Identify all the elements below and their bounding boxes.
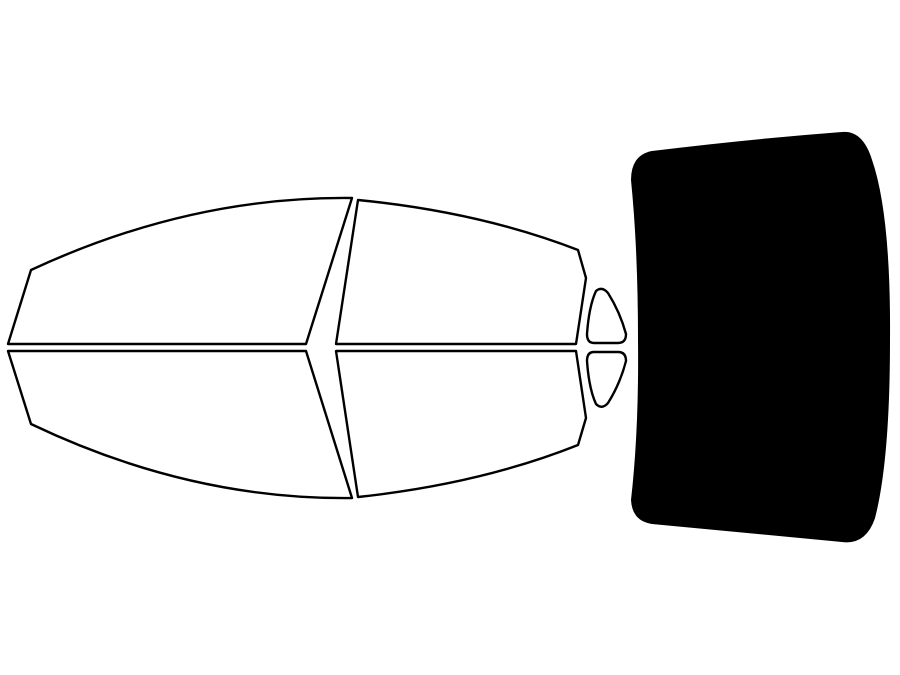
front-passenger-window[interactable] bbox=[6, 349, 354, 500]
rear-driver-window[interactable] bbox=[334, 198, 588, 346]
passenger-quarter-window[interactable] bbox=[585, 350, 628, 408]
driver-quarter-window[interactable] bbox=[585, 287, 628, 345]
rear-passenger-window[interactable] bbox=[334, 349, 588, 499]
rear-windshield[interactable] bbox=[631, 131, 891, 543]
front-driver-window[interactable] bbox=[6, 196, 354, 346]
